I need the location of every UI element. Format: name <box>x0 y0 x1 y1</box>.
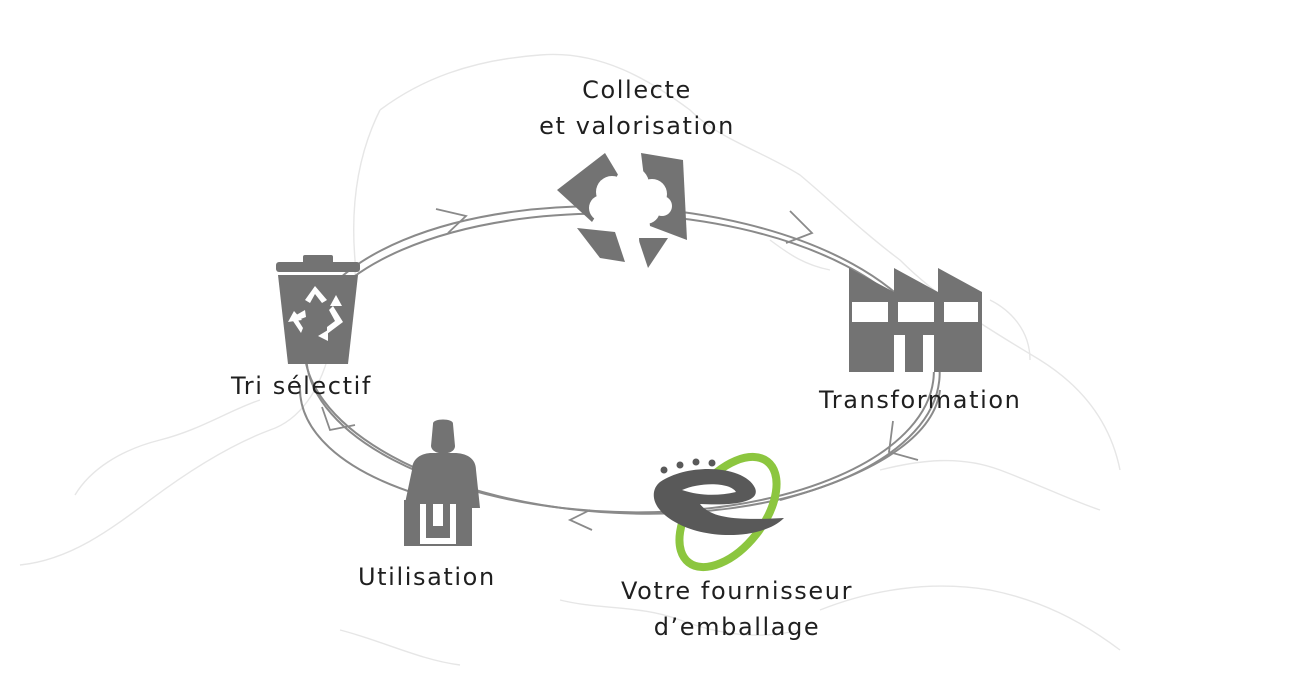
tree-recycle-icon <box>557 153 687 268</box>
step-label-fournisseur: Votre fournisseur d’emballage <box>572 573 902 645</box>
recycle-bin-icon <box>276 255 360 364</box>
step-label-tri: Tri sélectif <box>231 368 372 404</box>
label-line: Votre fournisseur <box>620 577 854 605</box>
label-line: Utilisation <box>358 563 496 591</box>
supplier-logo-icon <box>653 452 784 572</box>
label-line: Transformation <box>819 386 1022 414</box>
arrow-right <box>888 420 919 461</box>
person-box-icon <box>404 419 480 550</box>
cycle-arrows <box>321 208 919 531</box>
factory-icon <box>849 268 982 372</box>
arrow-left <box>321 406 356 432</box>
arrow-top-right <box>785 210 814 244</box>
label-line: Collecte <box>582 76 692 104</box>
step-label-utilisation: Utilisation <box>358 559 496 595</box>
arrow-bottom <box>567 509 593 531</box>
label-line: d’emballage <box>653 613 821 641</box>
step-label-collecte: Collecte et valorisation <box>487 72 787 144</box>
map-outline-background <box>19 53 1121 666</box>
label-line: Tri sélectif <box>231 372 372 400</box>
arrow-top-left <box>435 208 468 234</box>
step-label-transformation: Transformation <box>819 382 1021 418</box>
label-line: et valorisation <box>539 112 735 140</box>
